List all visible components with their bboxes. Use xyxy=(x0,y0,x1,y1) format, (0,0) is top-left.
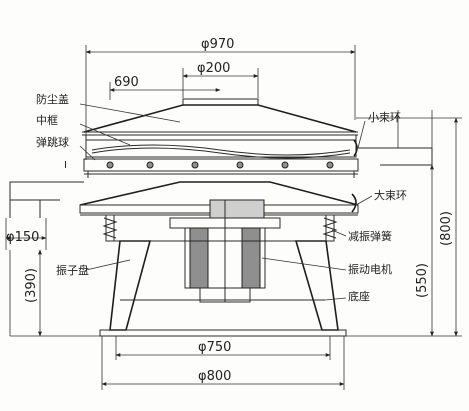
damping-springs xyxy=(102,214,338,242)
dim-outlet: φ150 xyxy=(5,218,47,250)
label-height-left: (390) xyxy=(24,268,39,303)
dim-height-left: (390) xyxy=(9,249,100,337)
dim-height-total: (800) xyxy=(346,117,462,337)
dust-cover xyxy=(82,98,358,136)
dim-inlet: φ200 xyxy=(182,61,259,98)
label-base-outer: φ800 xyxy=(198,369,231,384)
leaders-right xyxy=(261,120,373,301)
dim-base-inner: φ750 xyxy=(115,336,331,360)
dim-height-mid: (550) xyxy=(415,164,434,337)
label-height-total: (800) xyxy=(439,211,454,246)
base xyxy=(99,240,347,337)
vibration-motor-assembly xyxy=(169,199,281,303)
lower-outlet-spout xyxy=(9,181,84,218)
label-dust-cover: 防尘盖 xyxy=(36,92,69,106)
label-damping-spring: 减振弹簧 xyxy=(348,229,392,243)
label-small-ring: 小束环 xyxy=(368,111,401,124)
label-inlet: φ200 xyxy=(197,61,230,76)
upper-outlet-spout xyxy=(356,110,433,166)
label-offset: 690 xyxy=(114,75,139,90)
label-bounce-ball: 弹跳球 xyxy=(36,135,69,149)
label-top-width: φ970 xyxy=(201,37,234,52)
label-vibration-motor: 振动电机 xyxy=(348,262,392,276)
middle-frame xyxy=(85,134,358,159)
label-outlet: φ150 xyxy=(6,230,39,245)
dim-base-outer: φ800 xyxy=(101,336,345,390)
bounce-ball-layer xyxy=(83,158,359,178)
leaders-left xyxy=(79,103,181,271)
label-marker-i: I xyxy=(64,160,67,171)
label-height-mid: (550) xyxy=(415,263,430,298)
label-middle-frame: 中框 xyxy=(36,114,58,127)
label-base-inner: φ750 xyxy=(198,340,231,355)
label-base: 底座 xyxy=(348,289,370,303)
label-large-ring: 大束环 xyxy=(374,188,407,202)
dim-offset: 690 xyxy=(109,75,221,100)
label-vibrating-plate: 振子盘 xyxy=(56,263,89,277)
